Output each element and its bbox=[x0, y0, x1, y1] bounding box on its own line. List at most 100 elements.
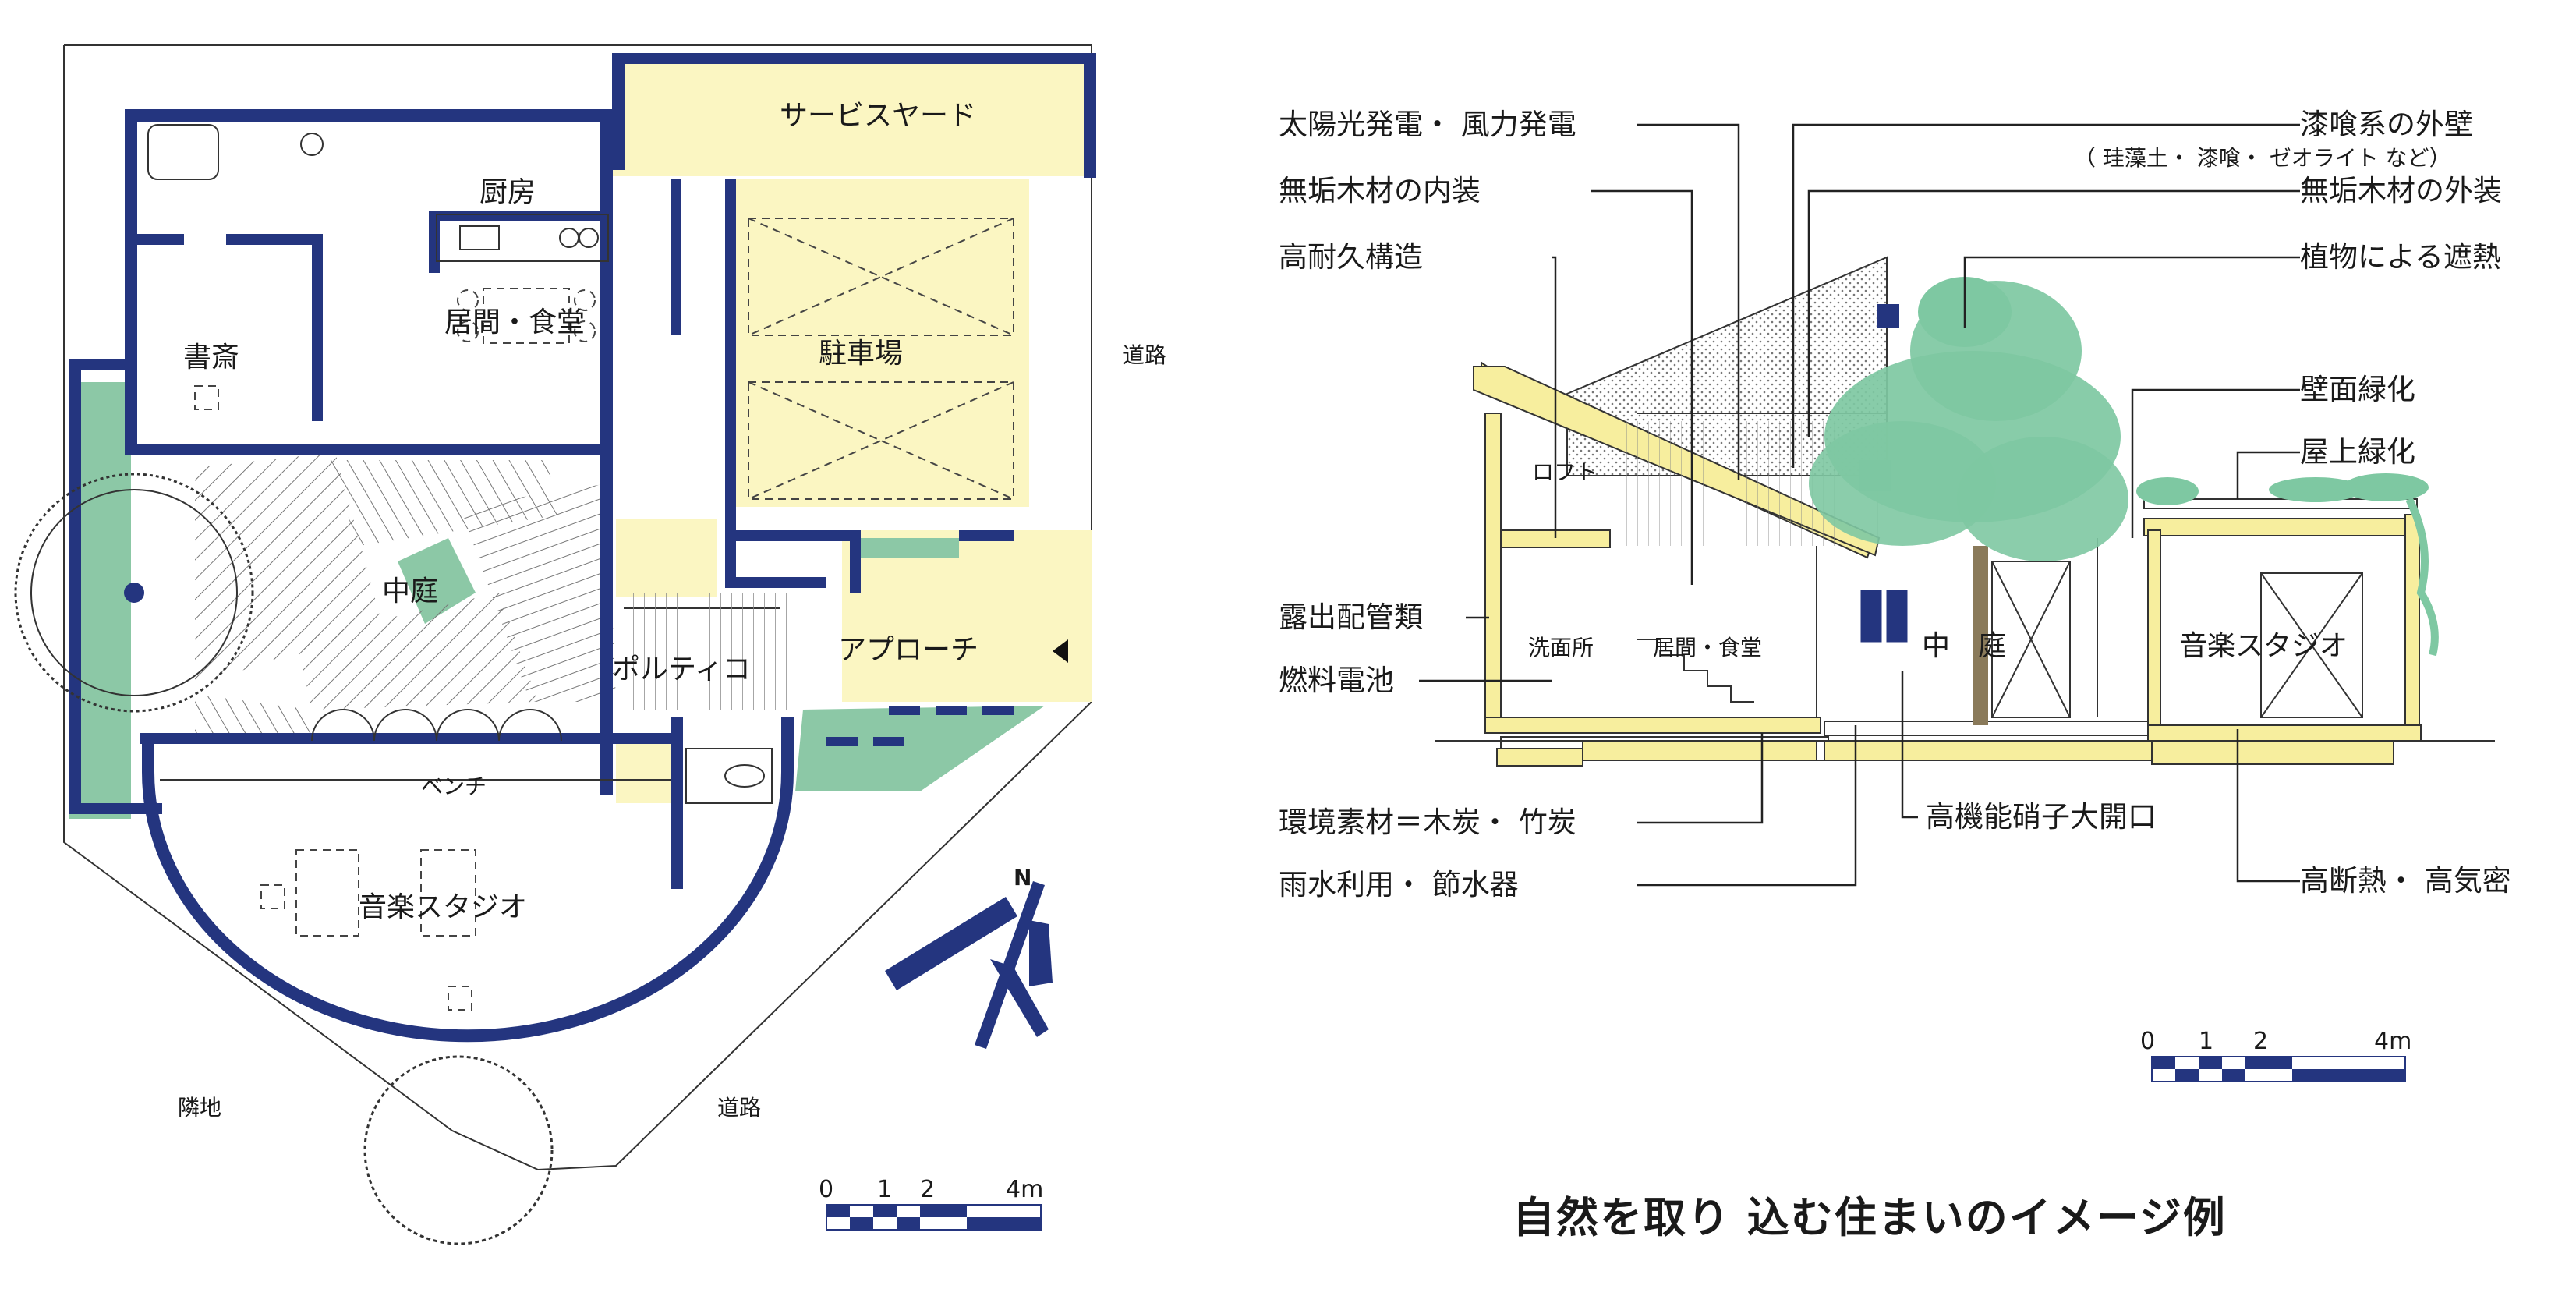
plan-scale-2: 2 bbox=[920, 1176, 935, 1203]
entry-area bbox=[616, 519, 717, 597]
floor-plan: サービスヤード 厨房 居間・食堂 書斎 駐車場 中庭 ポルティコ アプローチ ベ… bbox=[14, 44, 1166, 1245]
chair-3 bbox=[574, 289, 596, 311]
parking-diag-4 bbox=[748, 381, 1014, 500]
callout-plaster-wall: 漆喰系の外壁 bbox=[2300, 108, 2473, 141]
door-cross-2 bbox=[2260, 572, 2363, 718]
north-letter: N bbox=[1014, 865, 1031, 891]
plan-scale-bar: 0 1 2 4m bbox=[819, 1176, 1043, 1231]
leader-lines bbox=[1419, 123, 2300, 887]
section-label-washroom: 洗面所 bbox=[1528, 635, 1594, 660]
studio-stool bbox=[260, 884, 285, 909]
courtyard-doors bbox=[311, 709, 562, 742]
section-scale-1: 1 bbox=[2199, 1028, 2213, 1055]
toilet bbox=[724, 764, 765, 788]
courtyard-deck-4 bbox=[296, 593, 538, 710]
roof-greenery bbox=[2136, 473, 2439, 657]
studio-left-wall bbox=[2147, 529, 2161, 734]
figure-caption: 自然を取り 込む住まいのイメージ例 bbox=[1513, 1193, 2227, 1242]
upper-window bbox=[1877, 304, 1899, 328]
stove-burner-2 bbox=[579, 228, 599, 248]
stepping-stone-4 bbox=[826, 737, 858, 746]
callout-rainwater: 雨水利用・ 節水器 bbox=[1279, 868, 1519, 901]
chair-1 bbox=[457, 289, 479, 311]
lower-window-1 bbox=[1858, 587, 1884, 645]
callout-eco-materials: 環境素材＝木炭・ 竹炭 bbox=[1279, 806, 1576, 839]
label-neighbor: 隣地 bbox=[178, 1095, 221, 1121]
plan-tree-left bbox=[14, 473, 254, 713]
dining-table bbox=[483, 288, 570, 344]
approach-area bbox=[842, 530, 1092, 702]
music-studio-wall bbox=[142, 717, 794, 1043]
label-road-right: 道路 bbox=[1123, 342, 1166, 368]
approach-green bbox=[795, 706, 1045, 791]
lower-window-2 bbox=[1884, 587, 1910, 645]
stepping-stone-5 bbox=[873, 737, 904, 746]
callout-interior-wood: 無垢木材の内装 bbox=[1279, 174, 1481, 207]
courtyard-green bbox=[398, 538, 476, 624]
strip-green bbox=[858, 538, 959, 558]
callout-exposed-piping: 露出配管類 bbox=[1279, 600, 1423, 634]
kitchen-counter bbox=[436, 214, 609, 262]
callout-roof-green: 屋上緑化 bbox=[2300, 435, 2415, 469]
bath-tub bbox=[147, 124, 219, 180]
study-desk bbox=[194, 385, 219, 410]
loft-floor bbox=[1492, 529, 1611, 548]
stove-burner-1 bbox=[559, 228, 579, 248]
callout-plant-shade: 植物による遮熱 bbox=[2300, 240, 2501, 274]
label-music-studio: 音楽スタジオ bbox=[359, 891, 527, 923]
section-label-loft: ロフト bbox=[1532, 459, 1598, 485]
courtyard-deck-5 bbox=[195, 694, 312, 741]
plan-scale-1: 1 bbox=[877, 1176, 892, 1203]
studio-stool-2 bbox=[448, 986, 472, 1011]
label-approach: アプローチ bbox=[838, 634, 978, 666]
plan-scale-0: 0 bbox=[819, 1176, 833, 1203]
roof-garden-slab bbox=[2143, 518, 2418, 536]
label-study: 書斎 bbox=[183, 342, 239, 374]
plan-scale-4: 4m bbox=[1006, 1176, 1043, 1203]
label-kitchen: 厨房 bbox=[479, 176, 536, 208]
left-foundation-strip bbox=[1582, 740, 1817, 761]
courtyard-deck-2 bbox=[327, 460, 561, 546]
left-wall bbox=[1484, 413, 1502, 718]
callout-wall-green: 壁面緑化 bbox=[2300, 373, 2415, 406]
section-scale-0: 0 bbox=[2140, 1028, 2155, 1055]
studio-piano bbox=[295, 849, 359, 937]
courtyard-glass bbox=[1991, 561, 2071, 718]
plan-tree-bottom bbox=[363, 1055, 554, 1245]
studio-foundation bbox=[2151, 740, 2394, 765]
stair bbox=[1637, 639, 1754, 703]
callout-durable-structure: 高耐久構造 bbox=[1279, 240, 1423, 274]
label-parking: 駐車場 bbox=[819, 338, 903, 370]
label-portico: ポルティコ bbox=[612, 653, 751, 685]
section-view: ロフト 洗面所 居間・食堂 中 庭 音楽スタジオ 太陽光発電・ 風力発電 無垢木… bbox=[1279, 108, 2511, 1082]
toilet-room bbox=[685, 748, 773, 804]
studio-stand bbox=[420, 849, 476, 937]
section-scale-bar: 0 1 2 4m bbox=[2140, 1028, 2411, 1082]
studio-door bbox=[2260, 572, 2363, 718]
studio-floor bbox=[2147, 724, 2422, 742]
parking-diag-3 bbox=[748, 381, 1014, 500]
callout-glass-opening: 高機能硝子大開口 bbox=[1926, 800, 2157, 834]
entrance-arrow bbox=[1053, 639, 1068, 663]
chair-2 bbox=[457, 320, 479, 342]
section-label-music-studio: 音楽スタジオ bbox=[2179, 630, 2348, 662]
stepping-stone-3 bbox=[982, 706, 1014, 715]
section-label-courtyard: 中 庭 bbox=[1922, 630, 2006, 662]
service-yard-area bbox=[612, 53, 1092, 176]
callout-fuel-cell: 燃料電池 bbox=[1279, 664, 1394, 697]
washbasin bbox=[300, 133, 324, 156]
roof-parapet bbox=[2143, 498, 2418, 509]
section-scale-2: 2 bbox=[2253, 1028, 2268, 1055]
callout-insulation: 高断熱・ 高気密 bbox=[2300, 864, 2511, 898]
courtyard-foundation bbox=[1824, 740, 2153, 761]
porch-area bbox=[616, 733, 671, 803]
label-bench: ベンチ bbox=[421, 774, 487, 799]
stepping-stone-1 bbox=[889, 706, 920, 715]
stepping-stone-2 bbox=[936, 706, 967, 715]
courtyard-deck-1 bbox=[195, 452, 382, 686]
label-road-bottom: 道路 bbox=[717, 1095, 761, 1121]
floor-slab bbox=[1484, 717, 1821, 734]
parking-diag-1 bbox=[748, 218, 1014, 336]
label-service-yard: サービスヤード bbox=[780, 100, 976, 132]
